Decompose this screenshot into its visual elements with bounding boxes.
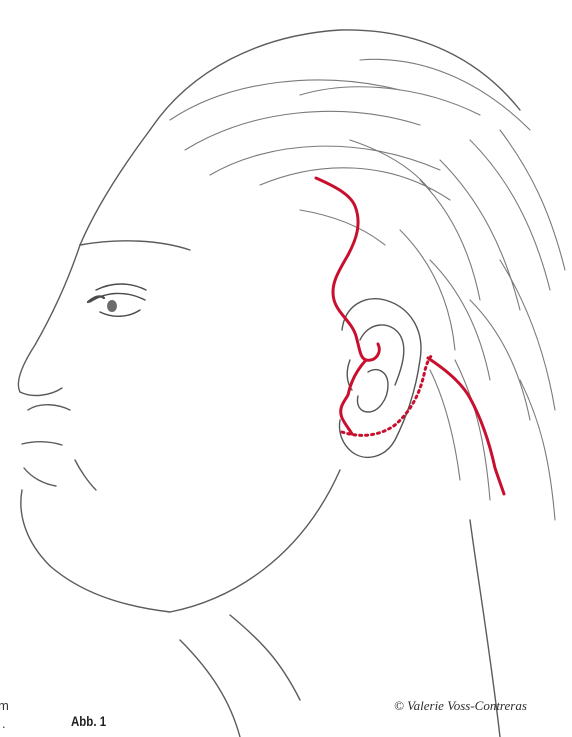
- hair-line-3: [210, 146, 440, 175]
- forehead-front-line: [80, 130, 150, 245]
- mouth-line: [22, 442, 62, 445]
- hair-line-12: [430, 260, 490, 380]
- hair-line-8: [440, 160, 520, 310]
- eyelid-crease: [96, 284, 146, 290]
- hair-line-14: [500, 260, 555, 410]
- jaw-line: [170, 470, 340, 612]
- neck-front-line: [180, 640, 240, 737]
- face-outline: [18, 30, 520, 737]
- edge-text-fragment-2: .: [2, 716, 6, 731]
- hair: [170, 59, 565, 520]
- illustration-credit: © Valerie Voss-Contreras: [394, 698, 527, 714]
- nose-underside-line: [20, 388, 62, 395]
- cheek-line: [75, 460, 96, 490]
- hair-line-10: [500, 130, 565, 270]
- periauricular-incision: [341, 360, 366, 434]
- hair-line-13: [470, 300, 530, 420]
- hair-line-11: [400, 230, 455, 350]
- brow-line: [80, 241, 190, 250]
- upper-eyelid: [90, 293, 145, 302]
- retroauricular-incision: [428, 358, 504, 494]
- nose-bridge-line: [18, 245, 80, 392]
- ear-inner-antihelix: [360, 325, 404, 385]
- upper-lip-line: [28, 405, 70, 410]
- hair-line-1: [170, 80, 400, 120]
- ear-concha: [357, 370, 388, 412]
- preauricular-incision: [316, 178, 379, 360]
- eye: [88, 284, 146, 316]
- hair-line-2: [185, 111, 420, 150]
- hair-line-6: [360, 59, 530, 130]
- edge-text-fragment-1: m: [0, 698, 9, 713]
- hair-line-15: [430, 370, 460, 480]
- hair-line-19: [300, 210, 385, 245]
- lower-eyelid: [100, 310, 140, 316]
- chin-line: [21, 490, 170, 612]
- figure-label: Abb. 1: [71, 713, 106, 729]
- incision-lines: [316, 178, 504, 494]
- lower-lip-line: [24, 468, 56, 486]
- iris: [107, 300, 117, 312]
- hair-line-4: [260, 168, 450, 200]
- hair-line-5: [300, 87, 480, 115]
- throat-line: [230, 615, 300, 700]
